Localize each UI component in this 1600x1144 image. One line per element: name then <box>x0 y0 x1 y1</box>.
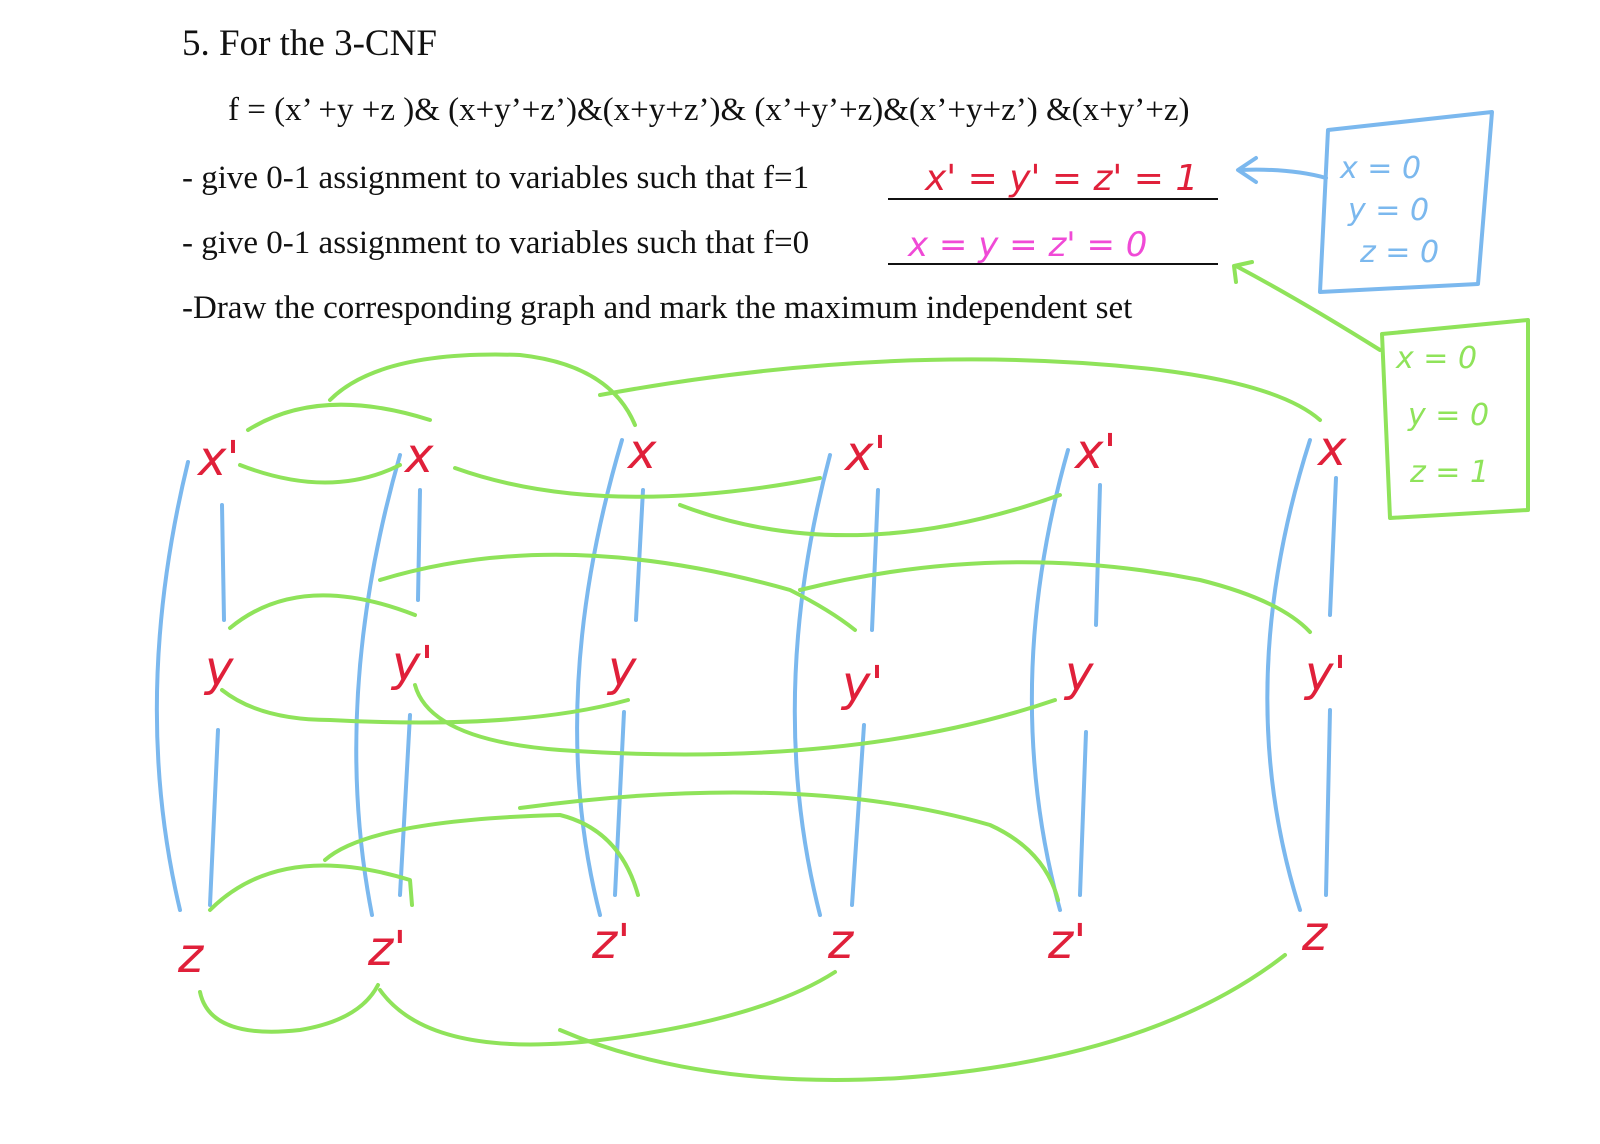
green-edge <box>198 983 380 1034</box>
green-edge <box>208 863 414 912</box>
blue-edge <box>850 723 866 907</box>
vertex-c6-y: y' <box>1303 646 1347 702</box>
question-heading: 5. For the 3-CNF <box>182 23 437 64</box>
blue-box-line-3: z = 0 <box>1359 235 1439 270</box>
vertex-c1-x: x' <box>196 431 240 487</box>
blue-box-line-1: x = 0 <box>1339 151 1421 186</box>
green-edge <box>598 357 1322 422</box>
blue-edge <box>154 460 190 912</box>
blue-edge <box>1094 483 1102 627</box>
blue-box-line-2: y = 0 <box>1347 193 1429 228</box>
blue-answer-box <box>1318 110 1494 294</box>
vertex-c2-x: x <box>403 428 434 484</box>
vertex-c4-y: y' <box>840 656 884 712</box>
green-edge <box>378 552 857 632</box>
vertex-c5-x: x' <box>1073 424 1117 480</box>
green-edge <box>453 466 822 499</box>
vertex-c1-y: y <box>203 641 234 697</box>
vertex-c2-z: z' <box>367 921 406 977</box>
blue-edge <box>634 488 645 622</box>
answer-blank-f0[interactable] <box>888 263 1218 265</box>
green-edge <box>378 970 837 1047</box>
blue-edge <box>792 453 832 917</box>
instruction-graph: -Draw the corresponding graph and mark t… <box>182 290 1133 326</box>
answer-f1: x' = y' = z' = 1 <box>924 158 1198 199</box>
blue-arrow <box>1238 167 1328 180</box>
vertex-c6-z: z <box>1301 906 1329 962</box>
green-arrowhead <box>1232 260 1254 284</box>
green-edge <box>518 790 1060 902</box>
green-box-line-2: y = 0 <box>1407 398 1489 433</box>
blue-edge <box>398 713 412 897</box>
green-box-line-3: z = 1 <box>1409 455 1489 490</box>
green-arrow <box>1234 264 1382 352</box>
blue-edge <box>870 488 880 632</box>
green-edge <box>413 683 1057 757</box>
vertex-c5-z: z' <box>1047 914 1086 970</box>
blue-edge <box>1029 448 1070 912</box>
vertex-c3-y: y <box>606 641 637 697</box>
blue-edge <box>208 728 220 907</box>
blue-edge <box>416 488 422 602</box>
vertex-c4-z: z <box>827 914 855 970</box>
green-edge <box>323 813 640 897</box>
green-edge <box>328 352 637 427</box>
vertex-c6-x: x <box>1316 421 1347 477</box>
answer-f0: x = y = z' = 0 <box>907 225 1147 265</box>
blue-edge <box>575 438 624 917</box>
green-edge <box>798 560 1312 634</box>
green-answer-box <box>1380 318 1530 520</box>
blue-edge <box>1078 730 1088 897</box>
green-edge <box>558 953 1287 1082</box>
cnf-formula: f = (x’ +y +z )& (x+y’+z’)&(x+y+z’)& (x’… <box>228 92 1190 128</box>
blue-edge <box>1324 708 1332 897</box>
vertex-c4-x: x' <box>843 426 887 482</box>
green-edge <box>246 402 432 432</box>
vertex-c3-z: z' <box>591 914 630 970</box>
green-box-line-1: x = 0 <box>1395 341 1477 376</box>
vertex-c1-z: z <box>177 928 205 984</box>
instruction-f0: - give 0-1 assignment to variables such … <box>182 225 810 261</box>
green-edge <box>678 493 1062 538</box>
green-edge <box>220 688 630 725</box>
vertex-c2-y: y' <box>390 636 434 692</box>
vertex-c3-x: x <box>626 424 657 480</box>
blue-edge <box>613 710 626 897</box>
answer-blank-f1[interactable] <box>888 198 1218 200</box>
instruction-f1: - give 0-1 assignment to variables such … <box>182 160 810 196</box>
blue-edge <box>1328 476 1338 617</box>
blue-edge <box>1265 438 1312 912</box>
green-edge <box>228 593 417 630</box>
blue-arrowhead <box>1236 156 1258 184</box>
blue-edge <box>220 503 226 622</box>
blue-edge <box>354 453 402 917</box>
vertex-c5-y: y <box>1063 646 1094 702</box>
green-edge <box>238 463 402 485</box>
